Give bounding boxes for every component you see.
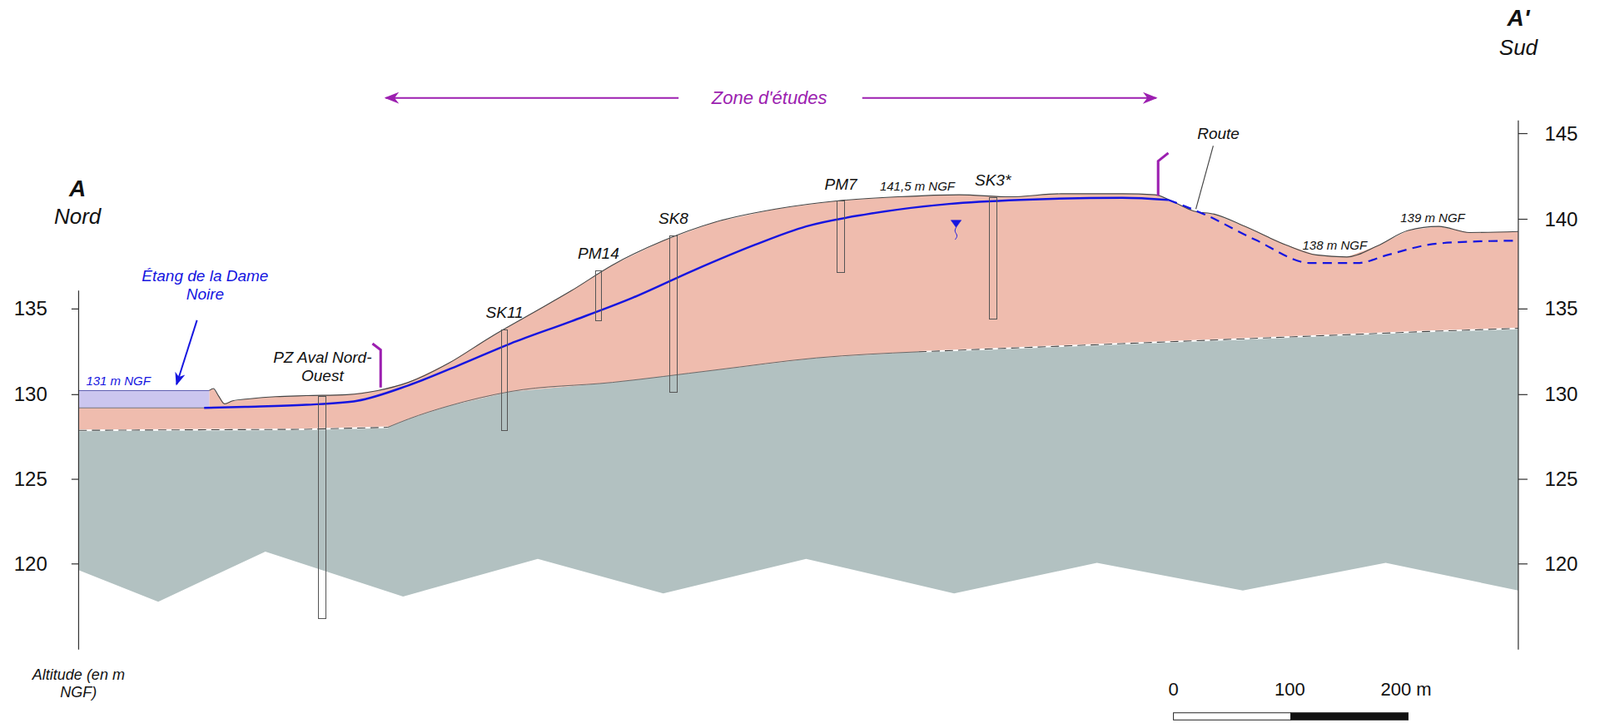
borehole: SK3* [988,197,998,320]
section-label: Étang de la Dame Noire [136,267,274,304]
scale-bar [1291,713,1409,721]
label-text: 200 m [1381,679,1432,701]
label-text: 135 [14,298,48,321]
label-text: Étang de la Dame Noire [141,267,269,304]
layer-boundary-underlay [78,427,388,432]
borehole-name: SK11 [486,303,524,323]
tick [1518,563,1528,565]
borehole-name: PM14 [577,244,620,264]
axis-left [78,290,80,650]
section-label: 120 [1544,552,1578,577]
label-text: 130 [14,383,48,407]
section-label: 138 m NGF [1302,238,1368,254]
ground-surface [208,193,1519,404]
section-label: 100 [1274,679,1306,701]
water-level-squiggle [954,227,957,240]
label-text: 125 [1544,467,1578,491]
label-text: 120 [14,552,48,576]
label-text: Zone d'études [711,87,828,109]
label-text: 141,5 m NGF [879,179,955,194]
zone-arrow [385,97,679,100]
borehole-name: PM7 [824,175,857,194]
borehole-name: SK3* [974,171,1011,190]
borehole-name: SK8 [658,209,689,229]
section-label: Route [1197,124,1240,144]
leader-line [1196,145,1214,209]
tick [1518,133,1528,135]
label-text: Nord [54,203,101,229]
substratum-layer [78,328,1518,602]
section-label: Nord [54,204,101,230]
tick [1518,308,1528,310]
borehole: PM14 [595,270,603,322]
section-label: Altitude (en m NGF) [22,667,135,702]
label-text: Route [1197,124,1240,143]
layer-boundary-dashed [78,427,388,432]
pond-water [78,390,209,408]
zone-limit [372,343,381,388]
section-label: 125 [14,467,48,492]
label-text: 140 [1544,208,1578,231]
section-label: 0 [1168,679,1179,701]
section-label: A' [1506,4,1530,32]
label-text: Altitude (en m NGF) [32,667,125,702]
label-text: 0 [1168,679,1179,701]
borehole-name: PZ Aval Nord-Ouest [266,348,379,386]
superficial-layer [78,193,1518,431]
label-text: A [69,175,86,202]
layer-boundary [387,352,919,428]
water-table [203,198,1168,408]
scale-bar [1173,713,1292,721]
borehole: SK11 [501,329,509,433]
borehole: PZ Aval Nord-Ouest [318,396,327,620]
section-label: 145 [1544,122,1578,146]
section-label: 200 m [1381,679,1432,701]
section-label: 131 m NGF [85,374,151,389]
label-text: 139 m NGF [1400,211,1466,226]
section-label: 120 [14,552,48,577]
tick [71,308,80,310]
label-text: 120 [1544,552,1578,576]
layer-boundary-underlay [918,328,1519,353]
borehole: PM7 [836,200,845,274]
tick [71,563,80,565]
tick [1518,394,1528,396]
label-text: A' [1506,4,1530,31]
label-text: 125 [14,467,48,491]
section-label: 135 [1544,298,1578,322]
section-label: 135 [14,298,48,322]
tick [1518,478,1528,480]
section-label: 125 [1544,467,1578,492]
layer-boundary-dashed [918,328,1519,353]
label-text: 135 [1544,298,1578,321]
section-label: 130 [14,383,48,408]
section-label: 140 [1544,208,1578,232]
section-label: 139 m NGF [1400,211,1466,226]
section-label: A [69,175,86,203]
axis-right [1517,120,1519,651]
zone-arrow [862,97,1157,100]
pointer-arrow [176,320,198,385]
tick [71,478,80,480]
section-label: Sud [1499,35,1538,61]
pond-surface [78,390,209,392]
label-text: 131 m NGF [85,374,151,389]
tick [71,394,80,396]
tick [1518,218,1528,220]
section-label: 130 [1544,383,1578,408]
section-label: 141,5 m NGF [879,179,955,194]
label-text: 100 [1274,679,1306,701]
section-label: Zone d'études [711,87,828,109]
label-text: 145 [1544,122,1578,145]
borehole: SK8 [669,235,678,393]
label-text: 130 [1544,383,1578,407]
water-table-dashed [1167,199,1518,264]
pond-bottom [78,407,209,409]
label-text: 138 m NGF [1302,238,1368,254]
label-text: Sud [1499,34,1538,60]
zone-limit [1157,153,1168,196]
water-level-symbol [950,220,961,229]
